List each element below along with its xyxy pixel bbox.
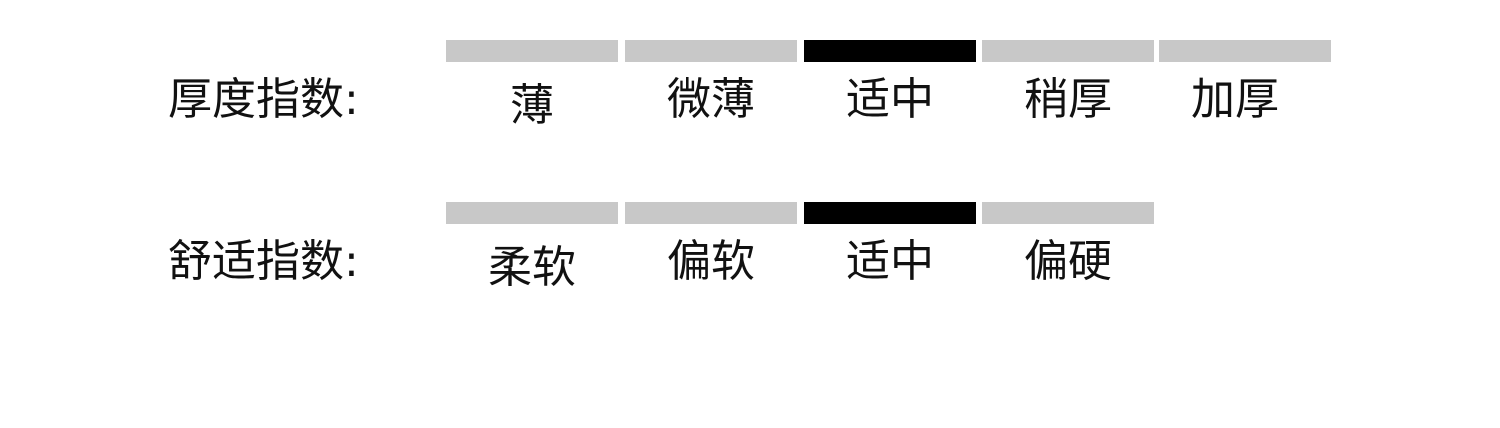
comfort-level-label: 偏软 bbox=[667, 236, 755, 287]
thickness-level-label: 稍厚 bbox=[1024, 74, 1112, 125]
thickness-level-label: 薄 bbox=[510, 80, 554, 131]
comfort-level-label: 柔软 bbox=[488, 242, 576, 293]
thickness-level-label: 加厚 bbox=[1191, 74, 1279, 125]
thickness-level-label: 适中 bbox=[846, 74, 934, 125]
comfort-level-bar bbox=[446, 202, 618, 224]
comfort-level-label: 适中 bbox=[846, 236, 934, 287]
thickness-level-bar bbox=[625, 40, 797, 62]
comfort-level-bar bbox=[804, 202, 976, 224]
thickness-level-label: 微薄 bbox=[667, 74, 755, 125]
comfort-index-label: 舒适指数: bbox=[168, 236, 359, 287]
thickness-index-label: 厚度指数: bbox=[168, 74, 359, 125]
comfort-level-bar bbox=[982, 202, 1154, 224]
comfort-level-bar bbox=[625, 202, 797, 224]
comfort-level-label: 偏硬 bbox=[1024, 236, 1112, 287]
thickness-level-bar bbox=[1159, 40, 1331, 62]
thickness-level-bar bbox=[804, 40, 976, 62]
thickness-level-bar bbox=[446, 40, 618, 62]
thickness-level-bar bbox=[982, 40, 1154, 62]
